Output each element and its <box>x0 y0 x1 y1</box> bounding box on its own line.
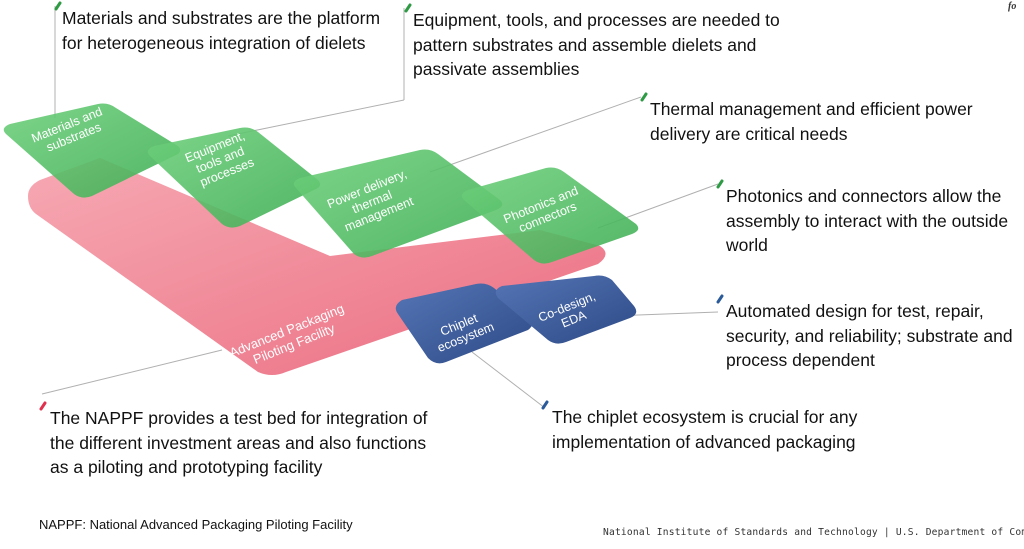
connector-lines <box>41 6 719 409</box>
codesign-tile <box>495 275 637 344</box>
corner-text-fragment: fo <box>1008 1 1017 12</box>
accent-materials <box>54 1 62 11</box>
accent-equipment <box>404 3 412 13</box>
accent-codesign <box>716 294 724 304</box>
accent-photonics <box>716 179 724 189</box>
callout-nappf: The NAPPF provides a test bed for integr… <box>50 408 428 477</box>
connector-equipment-diagonal <box>227 99 405 137</box>
callout-materials: Materials and substrates are the platfor… <box>62 8 381 53</box>
callout-codesign: Automated design for test, repair, secur… <box>726 301 1013 370</box>
accent-thermal <box>640 92 648 102</box>
footnote-nappf-definition: NAPPF: National Advanced Packaging Pilot… <box>39 517 353 532</box>
photonics-tile <box>461 167 639 264</box>
callout-equipment: Equipment, tools, and processes are need… <box>413 10 780 79</box>
materials-tile <box>3 103 181 198</box>
callout-chiplet: The chiplet ecosystem is crucial for any… <box>552 407 858 452</box>
accent-nappf <box>39 401 47 411</box>
power-tile <box>293 149 503 258</box>
accent-chiplet <box>541 400 549 410</box>
connector-nappf <box>41 349 223 395</box>
footer-nist: National Institute of Standards and Tech… <box>603 527 1024 538</box>
equipment-tile <box>147 127 321 228</box>
chiplet-tile <box>395 283 533 364</box>
callout-photonics: Photonics and connectors allow the assem… <box>726 186 1009 255</box>
connector-chiplet <box>471 351 546 409</box>
nappf-base-shape <box>28 158 606 375</box>
connector-thermal <box>429 96 642 173</box>
callout-thermal: Thermal management and efficient power d… <box>650 99 973 144</box>
callout-accents <box>39 1 724 411</box>
